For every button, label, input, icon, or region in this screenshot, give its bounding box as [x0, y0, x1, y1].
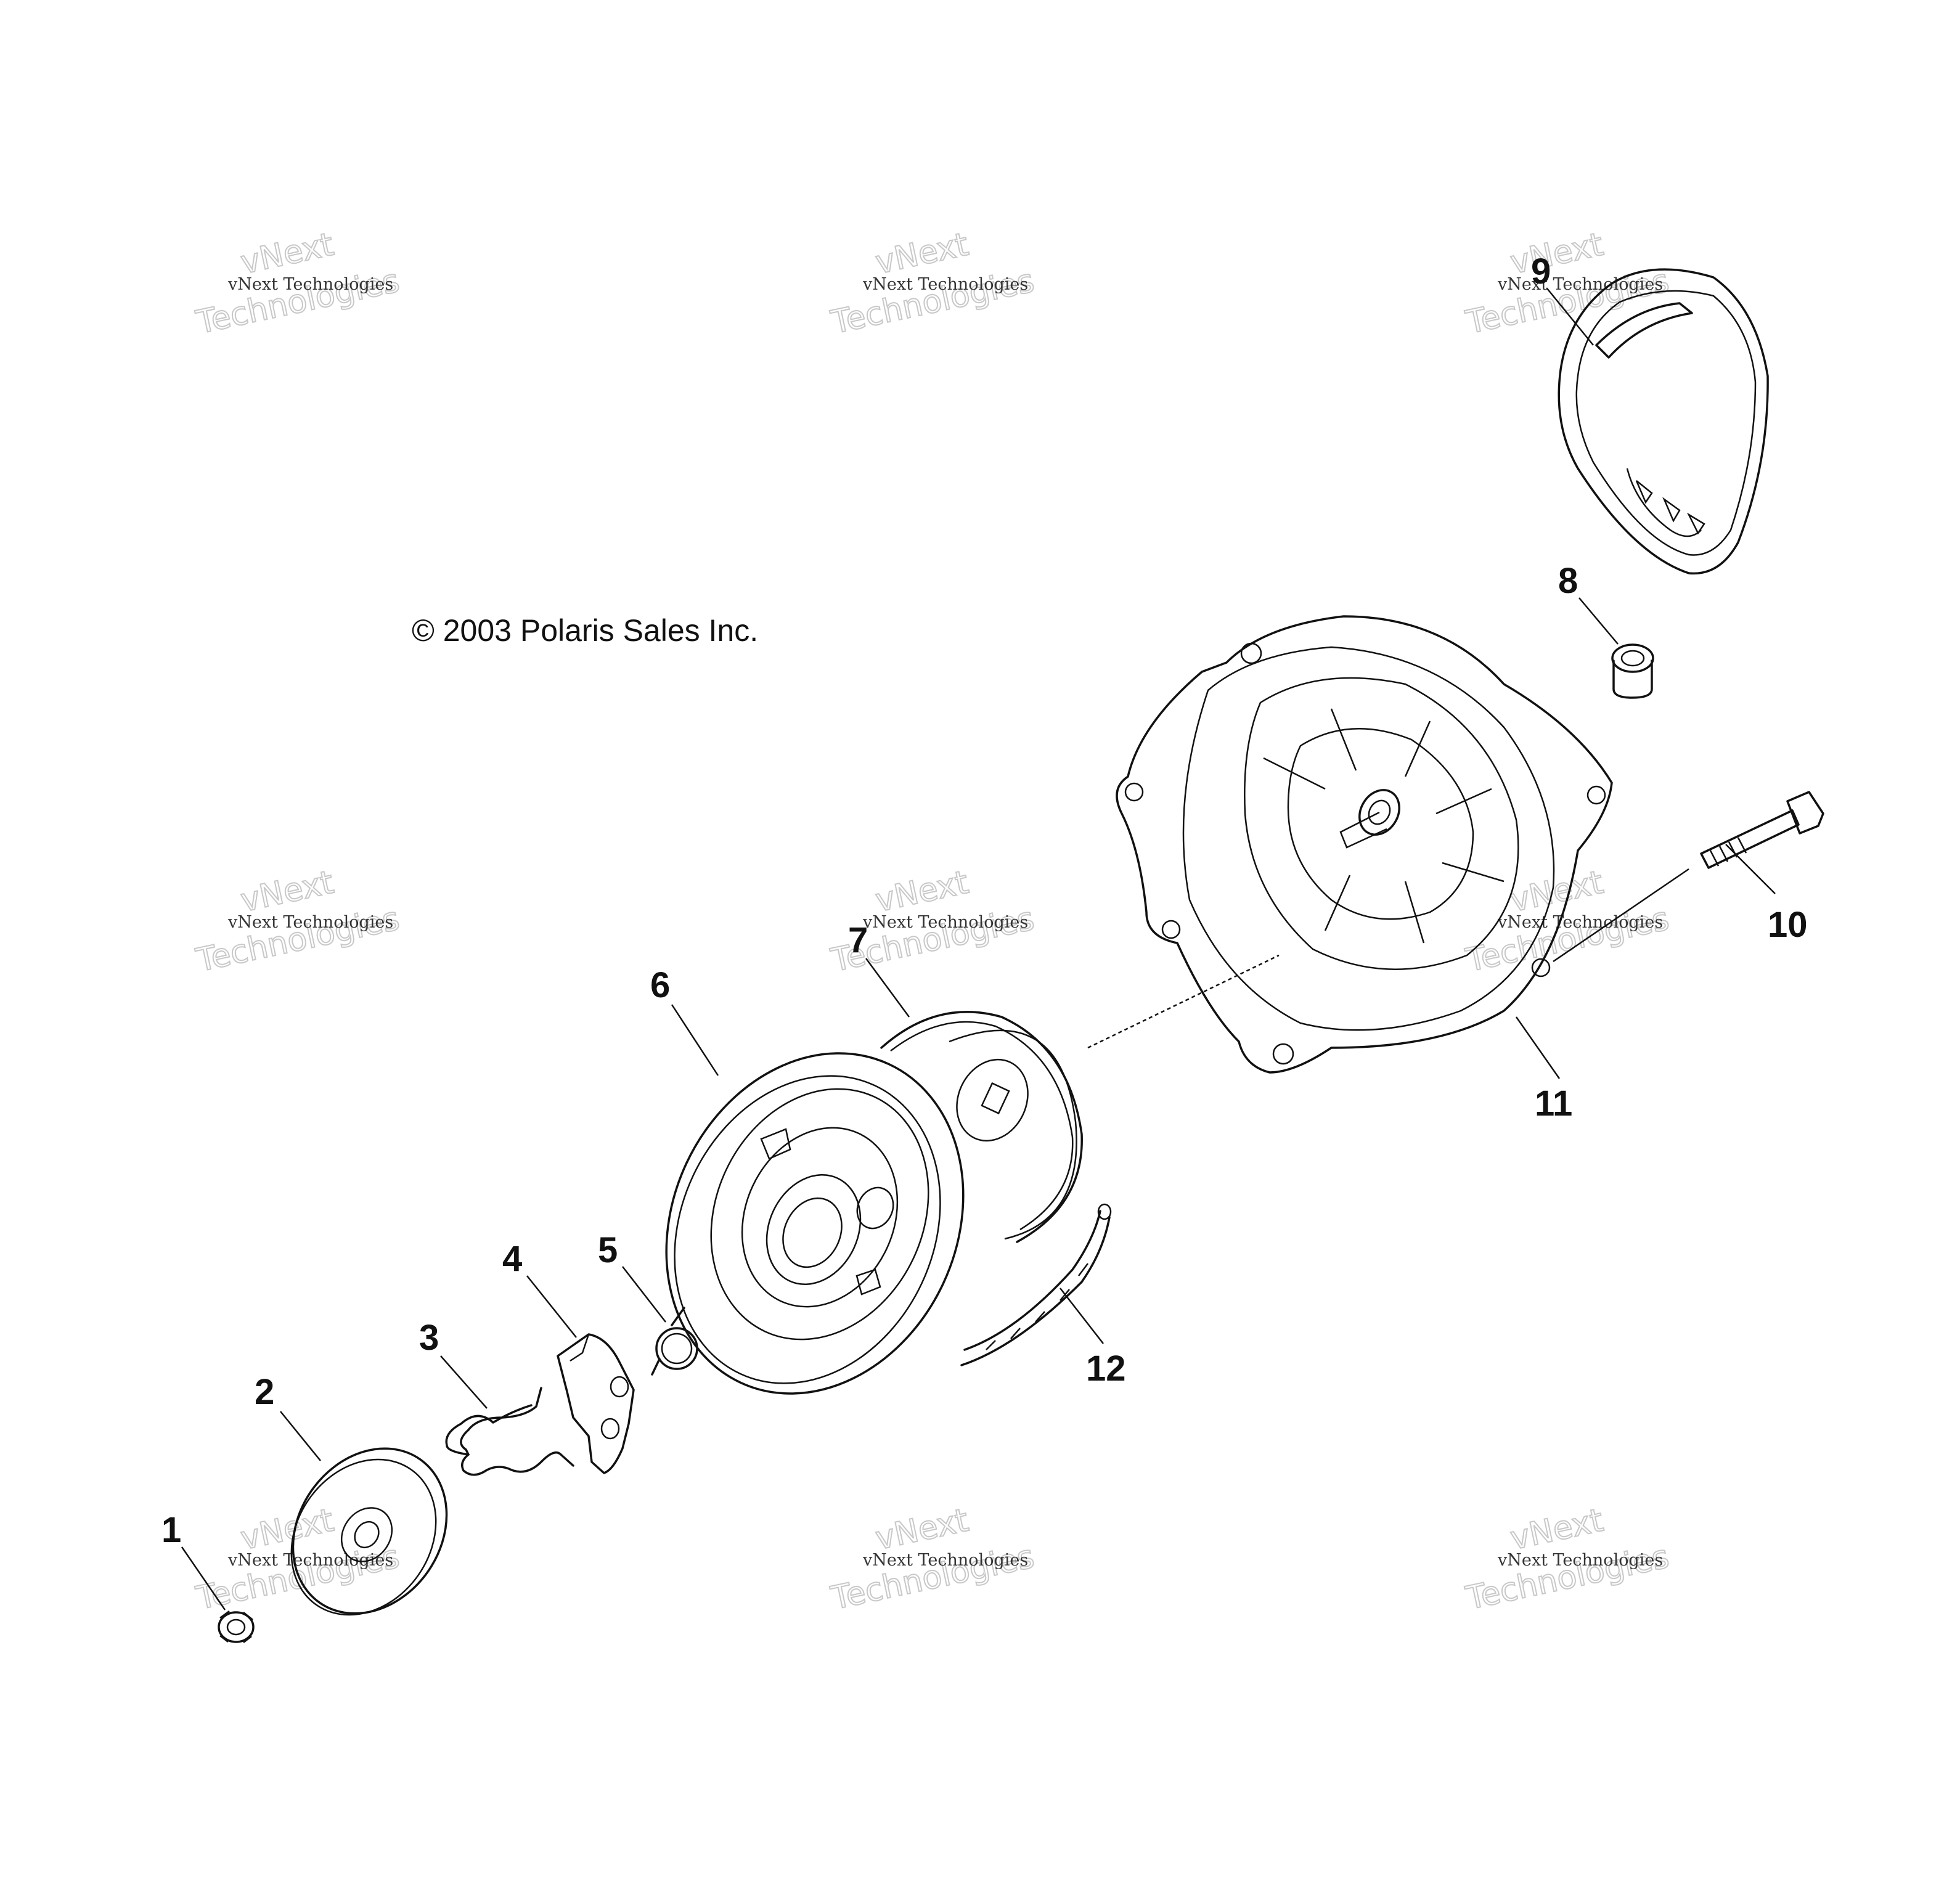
- callout-12: 12: [1086, 1349, 1126, 1389]
- part-6-pulley: [665, 1029, 1077, 1395]
- svg-text:vNext Technologies: vNext Technologies: [227, 913, 393, 932]
- part-11-housing: [1116, 615, 1613, 1074]
- svg-text:vNext: vNext: [872, 864, 971, 920]
- svg-text:Technologies: Technologies: [193, 900, 402, 979]
- svg-text:vNext Technologies: vNext Technologies: [1497, 913, 1663, 932]
- callout-8: 8: [1558, 561, 1578, 601]
- part-5-spring: [651, 1307, 698, 1376]
- callout-2: 2: [255, 1372, 274, 1412]
- svg-text:Technologies: Technologies: [193, 1538, 402, 1617]
- svg-text:vNext Technologies: vNext Technologies: [1497, 275, 1663, 294]
- svg-text:Technologies: Technologies: [828, 263, 1037, 341]
- svg-text:Technologies: Technologies: [1463, 263, 1672, 341]
- callout-1: 1: [161, 1510, 181, 1550]
- part-7-recoil-spring: [880, 1011, 1083, 1243]
- callout-6: 6: [650, 965, 670, 1005]
- callout-4: 4: [502, 1239, 522, 1279]
- svg-text:Technologies: Technologies: [193, 263, 402, 341]
- part-3-clip: [445, 1387, 574, 1476]
- svg-text:vNext: vNext: [872, 1502, 971, 1557]
- svg-text:Technologies: Technologies: [828, 1538, 1037, 1617]
- svg-text:Technologies: Technologies: [1463, 1538, 1672, 1617]
- watermark-top-right: vNext Technologies vNext Technologies: [1462, 226, 1673, 342]
- leader-lines: [181, 288, 1776, 1610]
- svg-text:vNext Technologies: vNext Technologies: [862, 1551, 1028, 1570]
- part-9-handle: [1558, 268, 1769, 575]
- callout-9: 9: [1531, 251, 1551, 292]
- callout-5: 5: [598, 1230, 618, 1270]
- part-1-nut: [218, 1610, 255, 1643]
- callout-11: 11: [1535, 1084, 1572, 1124]
- part-12-rope: [960, 1203, 1112, 1366]
- svg-text:vNext: vNext: [1507, 1502, 1606, 1557]
- watermark-top-left: vNext Technologies vNext Technologies: [192, 226, 403, 342]
- part-8-bushing: [1611, 643, 1654, 699]
- watermark-bottom-right: vNext Technologies vNext Technologies: [1462, 1501, 1673, 1618]
- callout-3: 3: [419, 1318, 439, 1358]
- svg-text:vNext Technologies: vNext Technologies: [227, 1551, 393, 1570]
- svg-text:vNext: vNext: [872, 226, 971, 282]
- svg-text:vNext Technologies: vNext Technologies: [227, 275, 393, 294]
- watermark-bottom-center: vNext Technologies vNext Technologies: [827, 1501, 1038, 1618]
- svg-text:vNext: vNext: [237, 1502, 337, 1557]
- svg-text:Technologies: Technologies: [1463, 900, 1672, 979]
- part-2-plate: [290, 1447, 448, 1616]
- watermark-mid-right: vNext Technologies vNext Technologies: [1462, 863, 1673, 980]
- svg-text:vNext Technologies: vNext Technologies: [1497, 1551, 1663, 1570]
- svg-text:vNext: vNext: [237, 864, 337, 920]
- part-4-pawl: [557, 1333, 635, 1474]
- callout-7: 7: [848, 920, 868, 960]
- svg-text:vNext: vNext: [1507, 864, 1606, 920]
- svg-text:vNext Technologies: vNext Technologies: [862, 913, 1028, 932]
- watermark-mid-left: vNext Technologies vNext Technologies: [192, 863, 403, 980]
- svg-text:vNext: vNext: [1507, 226, 1606, 282]
- svg-text:vNext: vNext: [237, 226, 337, 282]
- watermark-top-center: vNext Technologies vNext Technologies: [827, 226, 1038, 342]
- part-10-bolt: [1700, 791, 1824, 869]
- svg-text:vNext Technologies: vNext Technologies: [862, 275, 1028, 294]
- callout-10: 10: [1768, 905, 1808, 945]
- copyright-text: © 2003 Polaris Sales Inc.: [412, 613, 758, 648]
